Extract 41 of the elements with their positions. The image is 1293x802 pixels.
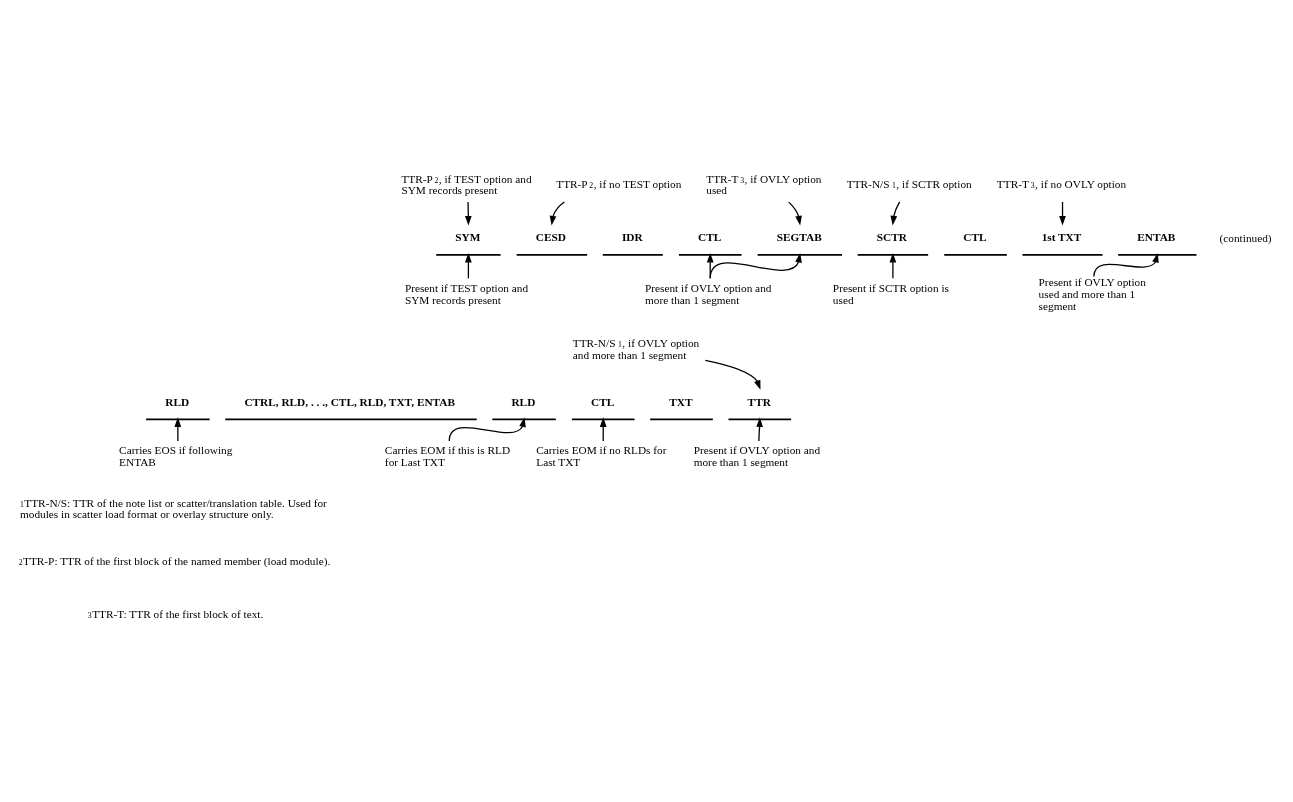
node-text: Present if OVLY option and more than 1 segment xyxy=(644,281,772,306)
node-text: CTL xyxy=(591,395,615,408)
label: 1TTR-N/S: TTR of the note list or scatter/translation table. Used for modules in scatter load format or overlay structure only. xyxy=(19,496,327,520)
label: 3TTR-T: TTR of the first block of text. xyxy=(87,607,264,620)
node-text: SYM xyxy=(455,231,481,244)
node-text: RLD xyxy=(511,395,536,408)
arrow xyxy=(756,417,763,442)
label: 2TTR-P: TTR of the first block of the named member (load module). xyxy=(18,554,331,567)
node-text: TTR-P2, if no TEST option xyxy=(556,178,682,191)
node-text: Carries EOS if following ENTAB xyxy=(119,443,233,468)
node-text: SEGTAB xyxy=(776,231,822,244)
node-text: Present if OVLY option and more than 1 segment xyxy=(693,443,821,468)
node-text: ENTAB xyxy=(1137,231,1176,244)
arrow xyxy=(174,417,182,442)
node-text: TXT xyxy=(669,395,693,408)
arrow xyxy=(788,201,802,226)
node-text: CTRL, RLD, . . ., CTL, RLD, TXT, ENTAB xyxy=(244,395,455,408)
node-text: RLD xyxy=(165,395,190,408)
node-text: Present if SCTR option is used xyxy=(832,281,949,306)
node-text: Present if OVLY option used and more than 1 segment xyxy=(1038,275,1146,313)
arrow xyxy=(465,201,472,226)
arrow xyxy=(704,359,761,390)
node-text: Carries EOM if this is RLD for Last TXT xyxy=(384,443,511,468)
node-text: CESD xyxy=(535,231,566,244)
node-text: TTR-P2, if TEST option and SYM records present xyxy=(401,173,532,197)
node-text: TTR-T3, if OVLY option used xyxy=(706,173,822,197)
node-text: CTL xyxy=(963,231,987,244)
node-text: TTR xyxy=(747,395,771,408)
node-text: TTR-T3, if no OVLY option xyxy=(996,178,1127,191)
arrow xyxy=(549,201,565,226)
arrow xyxy=(448,417,526,442)
node-text: Present if TEST option and SYM records present xyxy=(404,281,529,306)
arrow xyxy=(889,252,897,279)
arrow xyxy=(890,201,901,226)
node-text: Carries EOM if no RLDs for Last TXT xyxy=(536,443,667,468)
node-text: CTL xyxy=(698,231,722,244)
node-text: IDR xyxy=(621,231,643,244)
arrow xyxy=(1093,252,1159,278)
node-text: 1st TXT xyxy=(1041,231,1082,244)
node-text: SCTR xyxy=(876,231,907,244)
node-label: (continued) xyxy=(1219,232,1272,245)
